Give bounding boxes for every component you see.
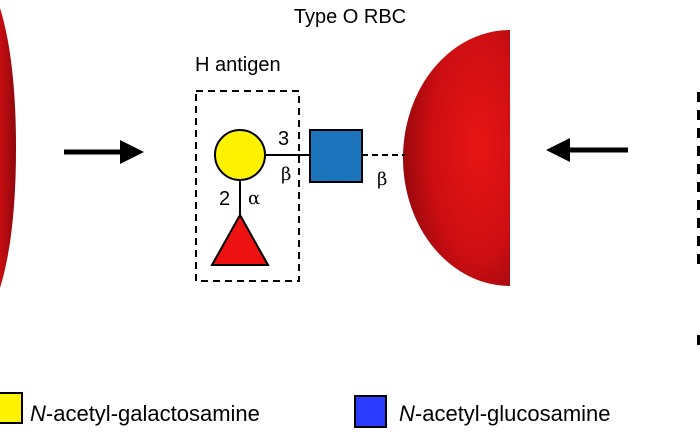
legend: N-acetyl-galactosamine N-acetyl-glucosam…	[0, 392, 611, 428]
fucose-triangle	[210, 212, 270, 266]
legend-glcnac-label: N-acetyl-glucosamine	[399, 401, 611, 426]
legend-galnac-swatch	[0, 392, 23, 424]
gal-link-position: 3	[278, 128, 289, 150]
diagram-title: Type O RBC	[294, 6, 406, 28]
legend-glcnac-swatch	[354, 395, 387, 428]
fucose-link-position: 2	[219, 188, 230, 210]
galactose-circle	[214, 129, 266, 181]
glcnac-cell-link-anomer: β	[377, 169, 387, 190]
red-blood-cell	[403, 30, 510, 286]
h-antigen-box	[195, 90, 300, 282]
fucose-link-anomer: α	[248, 188, 260, 209]
h-antigen-label: H antigen	[195, 54, 281, 76]
gal-link-anomer: β	[281, 164, 291, 185]
left-cell-edge	[0, 8, 16, 288]
right-arrow-icon	[546, 138, 628, 162]
right-edge-marks	[697, 92, 700, 345]
legend-galnac-label: N-acetyl-galactosamine	[30, 401, 260, 426]
glcnac-square	[309, 129, 363, 183]
left-arrow-icon	[64, 140, 144, 164]
